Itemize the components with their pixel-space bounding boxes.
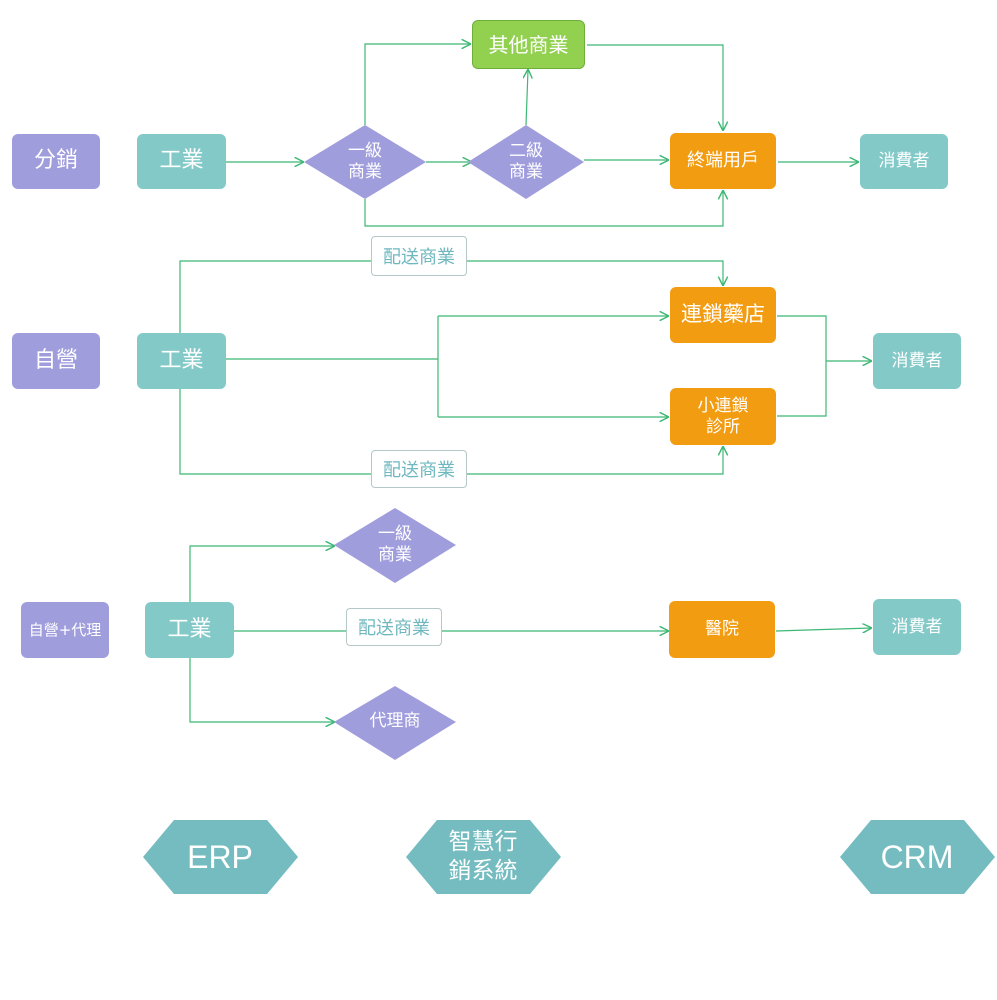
row3-hospital: 醫院 — [669, 601, 775, 658]
erp-hexagon — [143, 820, 298, 894]
r1-tier1-bottom-to-enduser — [364, 191, 723, 227]
row1-consumer: 消費者 — [860, 134, 948, 189]
row1-end-user: 終端用戶 — [670, 133, 776, 189]
row2-delivery-top: 配送商業 — [371, 236, 467, 276]
row3-tier1-label: 一級 商業 — [378, 523, 412, 565]
row3-title: 自營+代理 — [21, 602, 109, 658]
row1-industry: 工業 — [137, 134, 226, 189]
row1-other-commerce: 其他商業 — [472, 20, 585, 69]
r2-merge — [777, 315, 827, 417]
row1-tier2-label: 二級 商業 — [509, 140, 543, 182]
row1-title: 分銷 — [12, 134, 100, 189]
r1-tier1-diamond — [304, 125, 426, 199]
r3-industry-to-tier1 — [189, 546, 334, 603]
smart-marketing-hexagon — [406, 820, 561, 894]
row3-agent-label: 代理商 — [369, 711, 421, 732]
row2-title: 自營 — [12, 333, 100, 389]
r1-other-to-enduser — [587, 44, 723, 130]
row2-industry: 工業 — [137, 333, 226, 389]
r1-tier2-diamond — [468, 125, 584, 199]
r1-tier2-to-other — [526, 70, 528, 126]
row2-delivery-bottom: 配送商業 — [371, 450, 467, 488]
r3-agent-diamond — [334, 686, 456, 760]
r3-tier1-diamond — [334, 508, 456, 583]
r1-tier1-to-other — [364, 44, 470, 125]
row3-industry: 工業 — [145, 602, 234, 658]
smart-marketing-label: 智慧行 銷系統 — [448, 829, 518, 884]
row3-delivery: 配送商業 — [346, 608, 442, 646]
r3-hospital-to-consumer — [775, 628, 871, 631]
row2-consumer: 消費者 — [873, 333, 961, 389]
row2-chain-pharmacy: 連鎖藥店 — [670, 287, 776, 343]
r3-industry-to-agent — [189, 657, 334, 722]
row2-small-chain-clinic: 小連鎖 診所 — [670, 388, 776, 445]
row1-tier1-label: 一級 商業 — [348, 140, 382, 182]
erp-label: ERP — [187, 839, 253, 875]
row3-consumer: 消費者 — [873, 599, 961, 655]
crm-hexagon — [840, 820, 995, 894]
crm-label: CRM — [880, 839, 954, 875]
